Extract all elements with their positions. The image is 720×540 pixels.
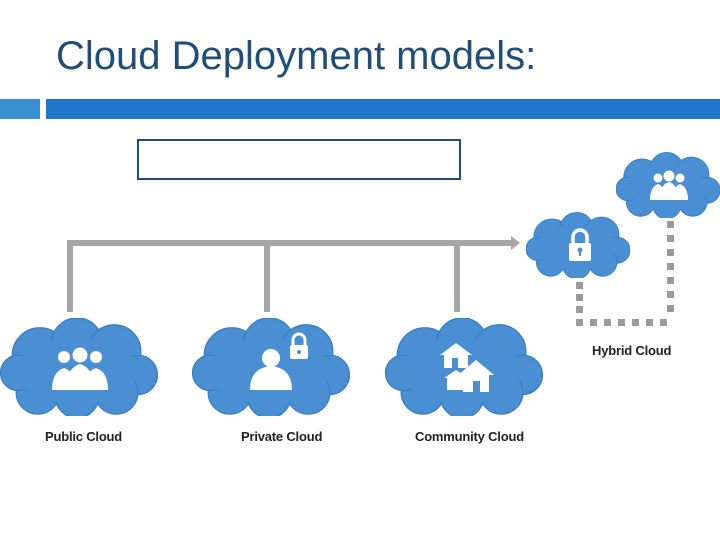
hybrid-people-cloud (616, 152, 720, 218)
public-cloud (0, 318, 158, 416)
connector-lines (67, 236, 520, 312)
lock-icon (569, 228, 591, 261)
private-cloud (192, 318, 350, 416)
hybrid-lock-cloud (526, 212, 630, 278)
houses-icon (440, 343, 494, 392)
community-cloud-label: Community Cloud (415, 429, 524, 444)
empty-title-box (137, 139, 461, 180)
people-group-icon (52, 347, 108, 390)
private-cloud-label: Private Cloud (241, 429, 323, 444)
accent-square (0, 99, 40, 119)
title-rule-bar (46, 99, 720, 119)
hybrid-cloud-label: Hybrid Cloud (592, 343, 672, 358)
people-group-icon (650, 170, 688, 200)
person-lock-icon (250, 332, 308, 390)
hybrid-dashed-connector (576, 221, 674, 326)
slide-title: Cloud Deployment models: (56, 34, 537, 78)
community-cloud (385, 318, 543, 416)
public-cloud-label: Public Cloud (45, 429, 123, 444)
